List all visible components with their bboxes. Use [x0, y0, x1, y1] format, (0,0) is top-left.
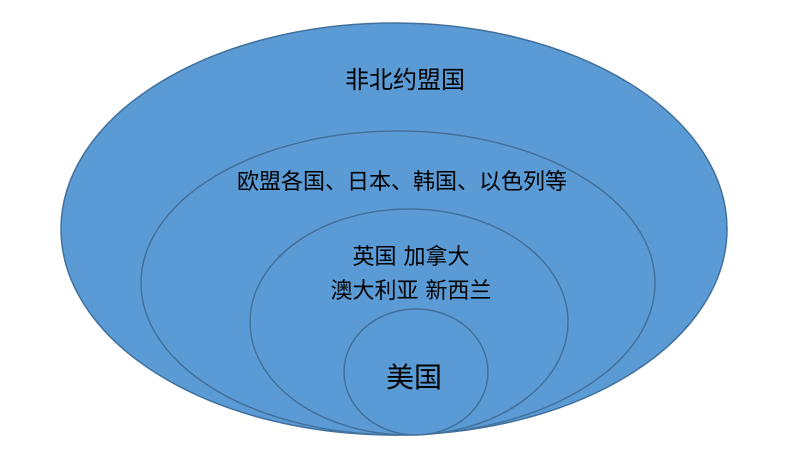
label-non-nato-allies: 非北约盟国 — [345, 66, 465, 94]
label-united-states: 美国 — [386, 361, 442, 394]
label-eu-japan-korea-israel: 欧盟各国、日本、韩国、以色列等 — [237, 170, 567, 195]
label-uk-canada: 英国 加拿大 — [353, 244, 470, 270]
ring-united-states — [343, 308, 489, 436]
label-australia-new-zealand: 澳大利亚 新西兰 — [331, 279, 492, 304]
